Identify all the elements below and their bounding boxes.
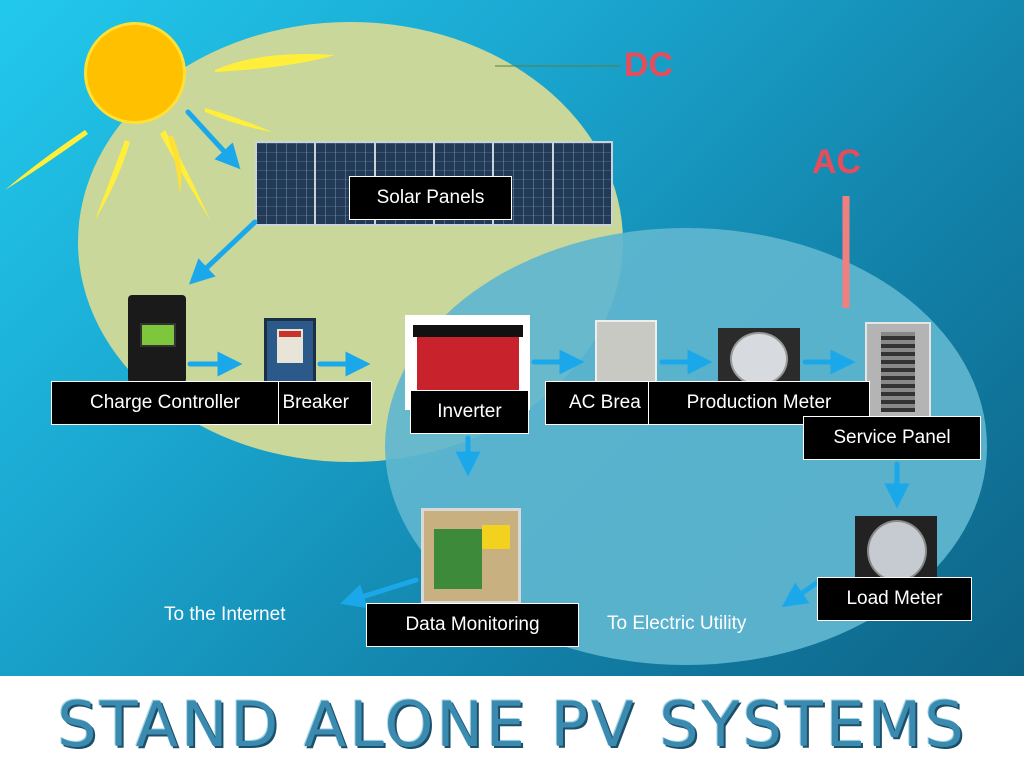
sun-ray <box>168 135 182 195</box>
data-monitoring-label: Data Monitoring <box>366 603 579 647</box>
arrow-sun-to-panels <box>185 109 241 170</box>
ac-breaker-label: AC Brea <box>545 381 655 425</box>
arrow-loadmeter-to-utility <box>781 579 821 608</box>
solar-panel <box>257 143 315 224</box>
arrow-panels-to-controller <box>188 219 258 285</box>
diagram-canvas: DC AC Solar Panels Breaker Charge Contro… <box>0 0 1024 676</box>
production-meter-label: Production Meter <box>648 381 870 425</box>
dc-breaker-image <box>264 318 316 386</box>
solar-panel <box>553 143 612 224</box>
data-monitoring-image <box>421 508 521 604</box>
arrow-monitoring-to-internet <box>340 577 419 609</box>
flow-arrows <box>185 65 910 609</box>
load-meter-label: Load Meter <box>817 577 972 621</box>
dc-breaker-label-text: Breaker <box>282 392 349 413</box>
sun-rays <box>5 54 335 220</box>
title-band <box>0 676 1024 768</box>
ac-label: AC <box>812 143 862 181</box>
charge-controller-image <box>128 295 186 383</box>
sun-ray <box>215 54 335 72</box>
sun-icon <box>84 22 186 124</box>
dc-label: DC <box>624 46 674 84</box>
service-panel-image <box>865 322 931 418</box>
sun-ray <box>5 130 88 190</box>
solar-panels-label: Solar Panels <box>349 176 512 220</box>
slide-title: STAND ALONE PV SYSTEMS <box>57 688 967 761</box>
to-internet-text: To the Internet <box>164 604 286 625</box>
ac-breaker-label-text: AC Brea <box>569 392 641 413</box>
charge-controller-label: Charge Controller <box>51 381 279 425</box>
sun-ray <box>205 108 272 132</box>
service-panel-label: Service Panel <box>803 416 981 460</box>
sun-ray <box>95 140 130 220</box>
load-meter-image <box>855 516 937 582</box>
production-meter-image <box>718 328 800 386</box>
inverter-label: Inverter <box>410 390 529 434</box>
to-utility-text: To Electric Utility <box>607 613 747 634</box>
